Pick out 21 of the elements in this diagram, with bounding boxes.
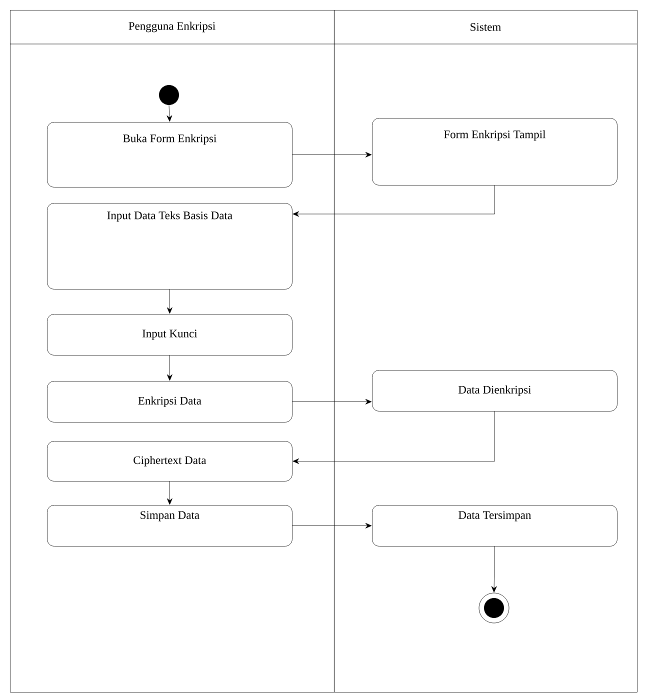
activity-box: Input Kunci xyxy=(47,314,292,356)
activity-box: Simpan Data xyxy=(47,505,292,546)
activity-box: Buka Form Enkripsi xyxy=(47,122,292,188)
arrow xyxy=(292,152,372,158)
arrow xyxy=(292,185,495,217)
arrow xyxy=(292,411,495,464)
activity-box: Enkripsi Data xyxy=(47,381,292,422)
arrow xyxy=(292,522,372,528)
arrow xyxy=(166,481,172,505)
activity-box: Form Enkripsi Tampil xyxy=(372,118,618,186)
start-node xyxy=(159,85,179,105)
activity-box: Ciphertext Data xyxy=(47,441,292,482)
activity-box: Data Dienkripsi xyxy=(372,370,618,412)
activity-box: Data Tersimpan xyxy=(372,505,618,546)
arrow xyxy=(166,289,172,314)
activity-box: Input Data Teks Basis Data xyxy=(47,203,292,290)
arrow xyxy=(292,398,372,404)
arrow xyxy=(491,546,497,592)
arrow xyxy=(166,355,172,381)
arrow xyxy=(166,105,172,122)
end-node xyxy=(478,592,510,624)
